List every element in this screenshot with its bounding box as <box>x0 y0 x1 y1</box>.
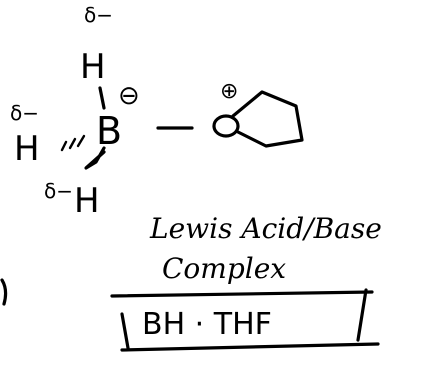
formula-box-left <box>120 312 130 350</box>
hashed-wedge-bond <box>60 134 86 152</box>
oxygen-charge: ⊕ <box>220 79 238 104</box>
boron-charge: ⊖ <box>118 81 140 111</box>
boron-atom: B <box>96 109 122 153</box>
top-h-charge: δ− <box>84 3 113 27</box>
formula-box <box>110 288 380 352</box>
caption-line1: Lewis Acid/Base <box>149 212 382 245</box>
caption-line2: Complex <box>162 252 286 285</box>
formula-text: BH · THF <box>142 307 272 342</box>
edge-stroke-fragment <box>0 278 8 306</box>
thf-ring <box>231 90 304 148</box>
oxygen-atom-circle <box>212 114 240 138</box>
formula-box-right <box>356 288 368 342</box>
top-h-atom: H <box>80 47 106 87</box>
formula-box-top <box>110 290 374 298</box>
bottom-h-atom: H <box>74 181 100 221</box>
formula-box-bottom <box>120 342 380 352</box>
bond-top-h-b <box>98 86 106 110</box>
solid-wedge-bond <box>84 146 106 170</box>
left-h-atom: H <box>14 129 40 169</box>
left-h-charge: δ− <box>10 101 39 125</box>
bottom-h-charge: δ− <box>44 179 73 203</box>
